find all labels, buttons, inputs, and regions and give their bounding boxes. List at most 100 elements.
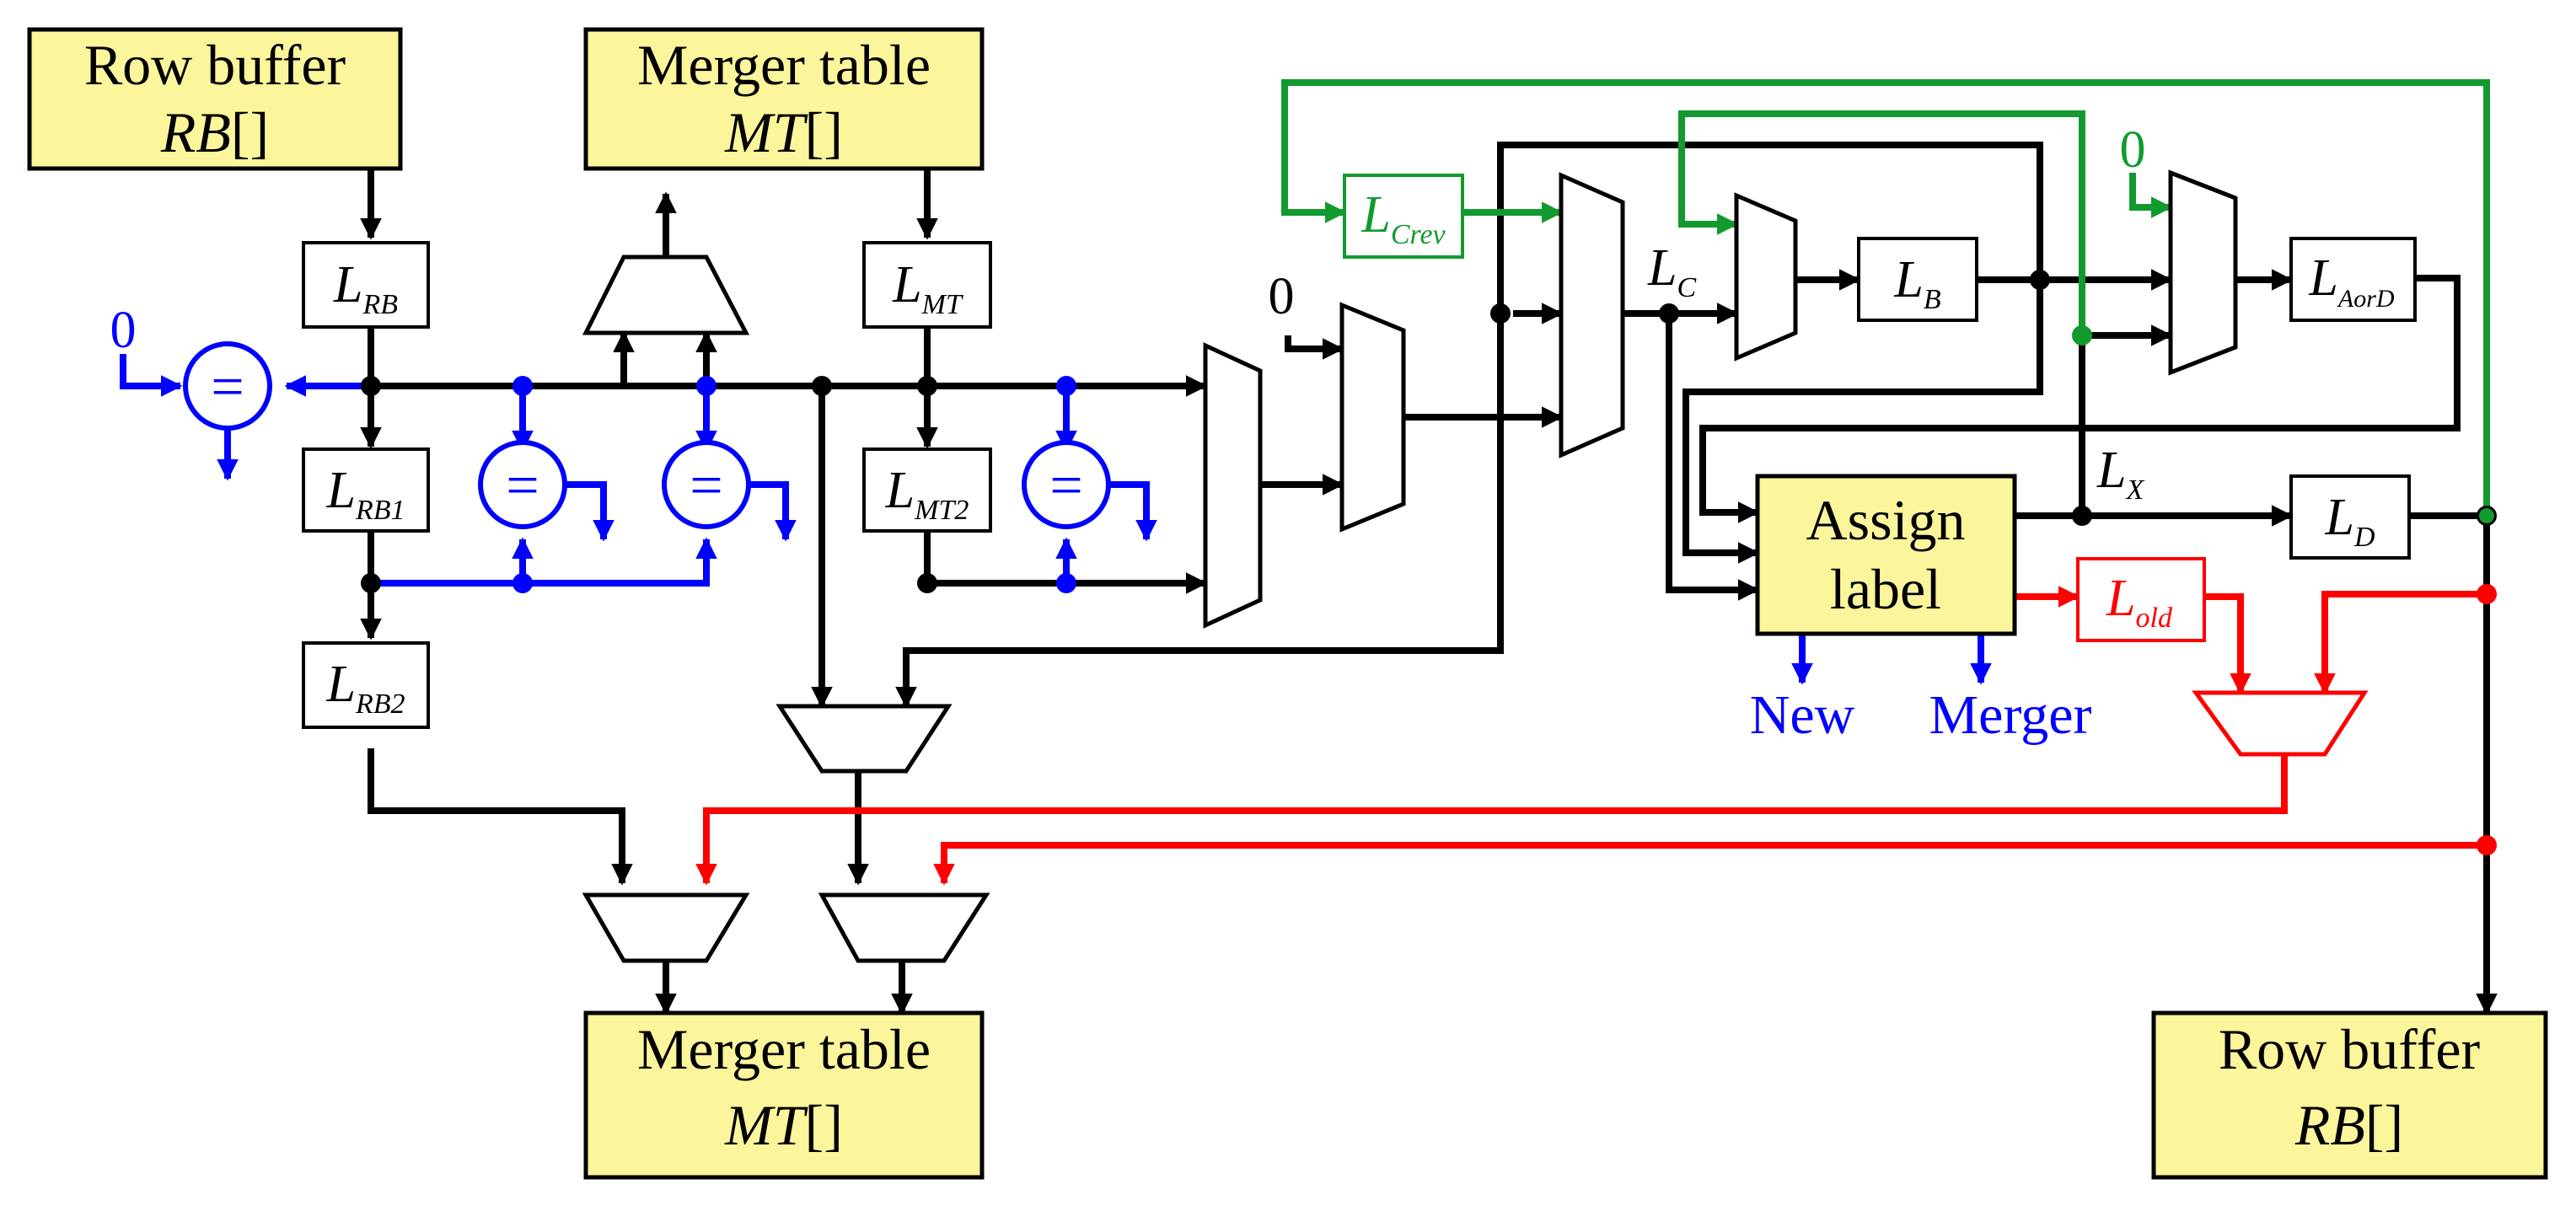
mux-2 (1339, 302, 1406, 533)
junction-dot (1056, 376, 1076, 396)
block-assign-label: Assign label (1755, 474, 2017, 636)
block-line2: RB[] (2294, 1093, 2403, 1157)
registers: LRB LRB1 LRB2 LMT LMT2 LCrev LB LAorD (302, 174, 2417, 729)
register-l-mt: LMT (862, 241, 992, 329)
block-merger-table-in: Merger table MT[] (583, 27, 985, 171)
register-l-rb2: LRB2 (302, 641, 430, 729)
comparator-3: = (662, 440, 751, 529)
block-line2: RB[] (160, 100, 269, 164)
register-label: LB (1893, 251, 1940, 315)
wire-lx-to-mux4 (1678, 110, 2085, 335)
block-line2: MT[] (724, 100, 843, 164)
junction-dot (1490, 303, 1511, 324)
junction-dot (2477, 584, 2497, 604)
wire-cmp3-out (750, 481, 797, 542)
block-row-buffer-out: Row buffer RB[] (2151, 1010, 2548, 1180)
comparator-circle (662, 440, 751, 529)
block-line2: MT[] (724, 1093, 843, 1157)
register-l-crev: LCrev (1343, 174, 1464, 259)
junctions (361, 270, 2497, 855)
zero-black-label: 0 (1269, 268, 1295, 325)
register-label: LRB1 (325, 462, 405, 526)
comparator-circle (478, 440, 567, 529)
register-label: LRB2 (325, 656, 405, 720)
register-label: LAorD (2308, 249, 2394, 313)
wire-zero-to-comparator (120, 354, 183, 397)
block-line1: Row buffer (84, 33, 346, 97)
junction-dot (361, 573, 381, 593)
block-line1: Merger table (637, 1017, 931, 1081)
block-rect (583, 27, 985, 171)
comparator-symbol: = (1049, 453, 1082, 518)
wire-lrb2-to-out-mux1 (368, 748, 633, 886)
comparator-symbol: = (506, 453, 539, 518)
block-line1: Assign (1806, 488, 1966, 552)
black-wires (360, 142, 2498, 1015)
mux-lower (775, 704, 953, 774)
register-label: LCrev (1360, 186, 1446, 250)
comparator-2: = (478, 440, 567, 529)
signal-new: New (1750, 684, 1855, 746)
block-line1: Row buffer (2219, 1017, 2481, 1081)
wire-lb-feedback-top (1497, 142, 2043, 313)
mux-out-2 (818, 892, 990, 963)
register-l-old: Lold (2076, 557, 2206, 642)
green-wires (1281, 79, 2490, 516)
register-l-d: LD (2289, 474, 2411, 560)
block-rect (1755, 474, 2017, 636)
blue-wires (120, 354, 1992, 685)
register-l-b: LB (1857, 237, 1978, 322)
block-merger-table-out: Merger table MT[] (583, 1010, 985, 1180)
register-box (862, 241, 992, 329)
junction-dot (917, 376, 937, 396)
register-box (302, 447, 430, 533)
junction-dot (1056, 573, 1076, 593)
register-label: Lold (2106, 570, 2173, 634)
junction-dot (2072, 325, 2092, 346)
wire-ld-to-lcrev (1281, 79, 2490, 516)
block-row-buffer-in: Row buffer RB[] (27, 27, 403, 171)
wire-cmp2-out (566, 481, 614, 542)
adder-upper (582, 255, 750, 335)
wire-ld-to-rb-out (2409, 512, 2498, 1015)
mux-red (2192, 690, 2369, 757)
block-rect (583, 1010, 985, 1180)
red-wires (695, 586, 2487, 886)
comparator-1: = (183, 341, 272, 431)
mux-3 (1559, 172, 1625, 458)
wire-lrb-to-adder (371, 330, 635, 389)
wire-zero-to-mux2 (1285, 335, 1344, 360)
register-l-rb: LRB (302, 241, 430, 329)
junction-dot (917, 573, 937, 593)
block-rect (27, 27, 403, 171)
register-box (2076, 557, 2206, 642)
junction-dot (513, 376, 533, 396)
register-box (1857, 237, 1978, 322)
comparator-circle (183, 341, 272, 431)
register-label: LRB (333, 256, 398, 320)
junction-dot (361, 376, 381, 396)
register-label: LMT (892, 256, 963, 320)
register-box (302, 641, 430, 729)
register-box (2289, 237, 2417, 322)
mux-out-1 (582, 892, 750, 963)
comparator-symbol: = (690, 453, 722, 518)
wire-cmp4-out (1110, 481, 1157, 542)
mux-1 (1203, 342, 1263, 629)
muxes (582, 169, 2369, 963)
register-l-mt2: LMT2 (862, 447, 992, 533)
register-l-rb1: LRB1 (302, 447, 430, 533)
signal-l-x: LX (2096, 442, 2144, 506)
comparator-4: = (1022, 440, 1111, 529)
signal-merger: Merger (1929, 684, 2091, 746)
wire-zero-to-mux5 (2129, 173, 2173, 218)
comparator-circle (1022, 440, 1111, 529)
zero-blue-label: 0 (110, 302, 137, 359)
junction-dot (2479, 508, 2494, 523)
wire-lc-to-assign (1666, 313, 1760, 601)
register-box (862, 447, 992, 533)
junction-dot (696, 376, 716, 396)
register-label: LMT2 (885, 462, 969, 526)
wire-feedback-to-lower-mux (895, 313, 1504, 709)
